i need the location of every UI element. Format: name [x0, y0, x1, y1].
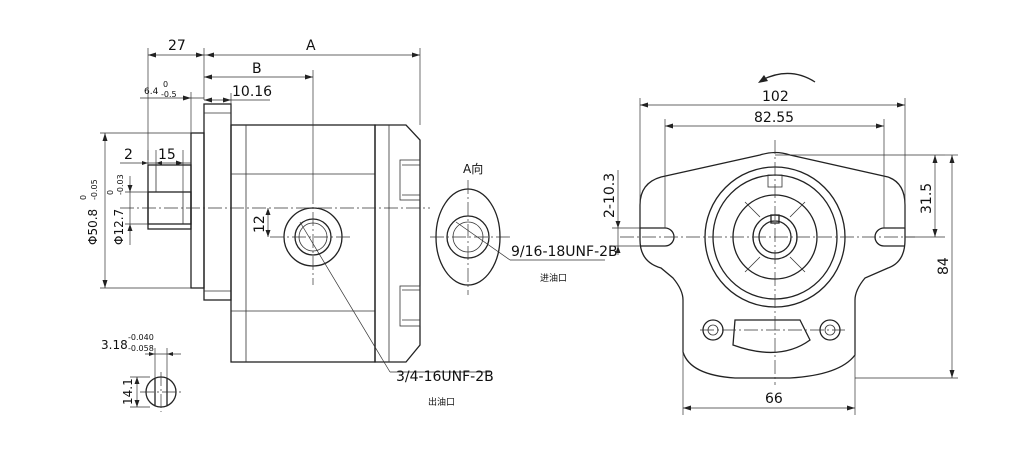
- dim-10-16: 10.16: [232, 84, 272, 100]
- rear-cover: [374, 124, 421, 363]
- dim-a: A: [306, 38, 316, 54]
- dim-3-18-tol-upper: -0.040: [128, 333, 154, 342]
- dim-84: 84: [936, 257, 952, 275]
- pump-body: [230, 124, 376, 363]
- inlet-port-label: 进油口: [540, 272, 567, 284]
- dim-2: 2: [124, 147, 133, 163]
- front-flange: [639, 151, 906, 379]
- dim-31-5: 31.5: [919, 183, 935, 214]
- dim-dia-50-8-tol-upper: 0: [79, 195, 88, 200]
- flange-plate: [203, 103, 232, 301]
- dim-dia-50-8: Φ50.8: [86, 209, 100, 245]
- dim-dia-50-8-tol-lower: -0.05: [90, 179, 99, 200]
- dim-dia-12-7-tol-upper: 0: [106, 190, 115, 195]
- dim-102: 102: [762, 89, 789, 105]
- mounting-flange: [190, 132, 205, 289]
- dim-15: 15: [158, 147, 176, 163]
- dim-6-4: 6.4: [144, 87, 159, 97]
- pilot-boss: [147, 164, 192, 230]
- outlet-thread-label: 3/4-16UNF-2B: [396, 369, 494, 385]
- dim-dia-12-7: Φ12.7: [112, 209, 126, 245]
- dim-12: 12: [252, 215, 268, 233]
- dim-b: B: [252, 61, 262, 77]
- a-view: [430, 180, 605, 295]
- shaft-key-detail: [130, 348, 182, 412]
- dim-2-10-3: 2-10.3: [602, 173, 618, 218]
- side-view: [120, 103, 490, 373]
- view-a-label: A向: [463, 161, 483, 176]
- dim-3-18-tol-lower: -0.058: [128, 344, 154, 353]
- outlet-port-label: 出油口: [428, 396, 455, 408]
- dim-dia-12-7-tol-lower: -0.03: [116, 174, 125, 195]
- dim-66: 66: [765, 391, 783, 407]
- dim-82-55: 82.55: [754, 110, 794, 126]
- front-view: [620, 72, 915, 385]
- dim-6-4-tol-lower: -0.5: [161, 90, 177, 99]
- dim-3-18: 3.18: [101, 338, 128, 352]
- dim-27: 27: [168, 38, 186, 54]
- inlet-thread-label: 9/16-18UNF-2B: [511, 244, 618, 260]
- rotation-arrow: [761, 72, 816, 83]
- front-dimensions: [612, 98, 958, 415]
- dim-14-1: 14.1: [121, 378, 135, 405]
- side-dimensions: [100, 48, 421, 289]
- dim-6-4-tol-upper: 0: [163, 80, 168, 89]
